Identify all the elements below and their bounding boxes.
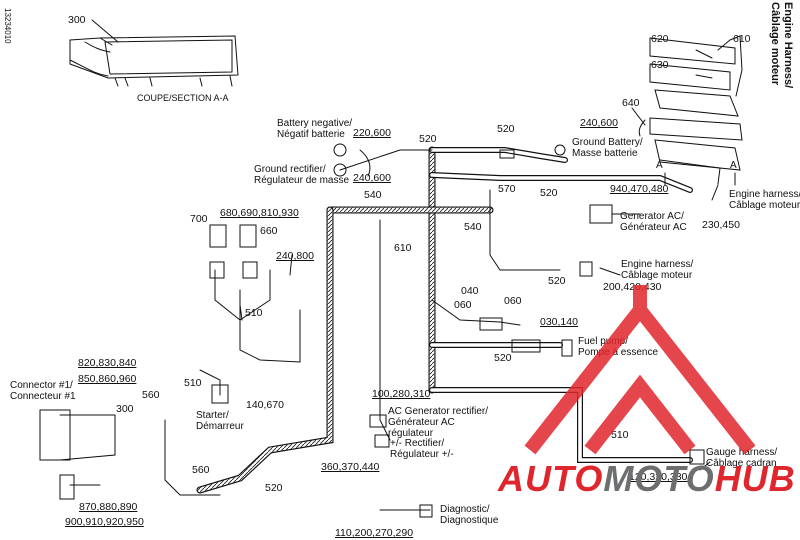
ac-generator-rectifier-label: AC Generator rectifier/ Générateur AC ré… bbox=[388, 406, 489, 439]
part-number: 240,800 bbox=[276, 250, 314, 262]
watermark-part: AUTO bbox=[498, 458, 604, 499]
part-number: 060 bbox=[504, 295, 522, 307]
part-number: 200,420,430 bbox=[603, 281, 662, 293]
part-number: 820,830,840 bbox=[78, 357, 137, 369]
part-number: 540 bbox=[464, 221, 482, 233]
watermark-part: MOTO bbox=[603, 458, 715, 499]
part-number: 560 bbox=[142, 389, 160, 401]
part-number: 520 bbox=[540, 187, 558, 199]
part-number: 630 bbox=[651, 59, 669, 71]
section-connector-drawing bbox=[69, 35, 239, 87]
part-number: 900,910,920,950 bbox=[65, 516, 144, 528]
gauge-harness-label: Gauge harness/ Câblage cadran bbox=[706, 447, 778, 469]
fuel-pump-label: Fuel pump/ Pompe à essence bbox=[578, 336, 659, 358]
part-number: 940,470,480 bbox=[610, 183, 669, 195]
part-number: 240,600 bbox=[353, 172, 391, 184]
starter-label: Starter/ Démarreur bbox=[196, 410, 244, 432]
engine-harness-label: Engine harness/ Câblage moteur bbox=[621, 259, 694, 281]
part-number: 300 bbox=[68, 14, 86, 26]
rectifier-label: +/- Rectifier/ Régulateur +/- bbox=[390, 438, 454, 460]
part-number: 110,200,270,290 bbox=[335, 527, 414, 539]
part-number: 850,860,960 bbox=[78, 373, 137, 385]
battery-negative-label: Battery negative/ Négatif batterie bbox=[277, 118, 353, 140]
part-number: 560 bbox=[192, 464, 210, 476]
diagnostic-label: Diagnostic/ Diagnostique bbox=[440, 504, 499, 526]
part-number: 610 bbox=[733, 33, 751, 45]
part-number: 510 bbox=[611, 429, 629, 441]
part-number: 510 bbox=[245, 307, 263, 319]
watermark-mountain-icon bbox=[524, 285, 756, 455]
engine-harness-connectors-drawing bbox=[638, 35, 743, 185]
part-number: 640 bbox=[622, 97, 640, 109]
part-number: 610 bbox=[394, 242, 412, 254]
part-number: 520 bbox=[494, 352, 512, 364]
section-mark-a: A bbox=[730, 160, 737, 171]
section-caption: COUPE/SECTION A-A bbox=[137, 93, 229, 103]
part-number: 300 bbox=[116, 403, 134, 415]
part-number: 240,600 bbox=[580, 117, 618, 129]
part-number: 680,690,810,930 bbox=[220, 207, 299, 219]
connector1-label: Connector #1/ Connecteur #1 bbox=[10, 380, 76, 402]
part-number: 360,370,440 bbox=[321, 461, 380, 473]
part-number: 040 bbox=[461, 285, 479, 297]
part-number: 570 bbox=[498, 183, 516, 195]
watermark-text: AUTOMOTOHUB bbox=[498, 458, 796, 500]
part-number: 140,670 bbox=[246, 399, 284, 411]
part-number: 540 bbox=[364, 189, 382, 201]
part-number: 520 bbox=[419, 133, 437, 145]
part-number: 870,880,890 bbox=[79, 501, 138, 513]
part-number: 510 bbox=[184, 377, 202, 389]
part-number: 120,320,330 bbox=[629, 471, 688, 483]
engine-harness-label: Engine harness/ Câblage moteur bbox=[729, 189, 800, 211]
part-number: 700 bbox=[190, 213, 208, 225]
part-number: 660 bbox=[260, 225, 278, 237]
part-number: 220,600 bbox=[353, 127, 391, 139]
watermark-part: HUB bbox=[714, 458, 796, 499]
part-number: 620 bbox=[651, 33, 669, 45]
ground-battery-label: Ground Battery/ Masse batterie bbox=[572, 137, 643, 159]
part-number: 520 bbox=[497, 123, 515, 135]
part-number: 230,450 bbox=[702, 219, 740, 231]
generator-ac-label: Generator AC/ Générateur AC bbox=[620, 211, 687, 233]
part-number: 060 bbox=[454, 299, 472, 311]
section-mark-a: A bbox=[656, 160, 663, 171]
part-number: 100,280,310 bbox=[372, 388, 431, 400]
part-number: 520 bbox=[265, 482, 283, 494]
part-number: 030,140 bbox=[540, 316, 578, 328]
ground-rectifier-label: Ground rectifier/ Régulateur de masse bbox=[254, 164, 350, 186]
part-number: 520 bbox=[548, 275, 566, 287]
